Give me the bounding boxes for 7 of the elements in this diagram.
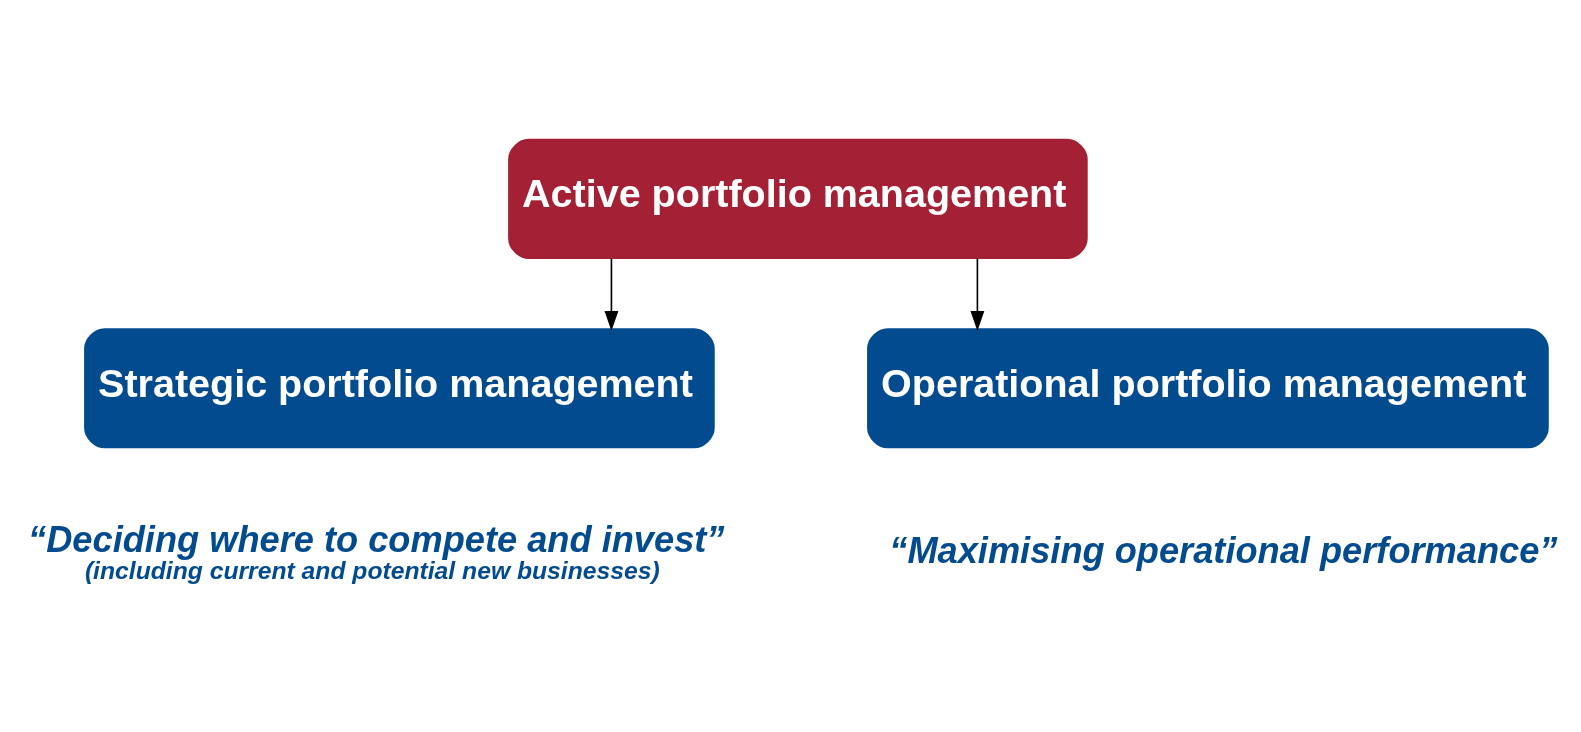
arrow [970, 257, 985, 331]
node-box: Strategic portfolio management [84, 328, 715, 449]
node-box: Active portfolio management [508, 138, 1088, 259]
node-box: Operational portfolio management [867, 328, 1549, 449]
node-label: “Deciding where to compete and invest” [28, 519, 725, 561]
arrow [604, 257, 619, 331]
node-label: “Maximising operational performance” [889, 529, 1558, 571]
